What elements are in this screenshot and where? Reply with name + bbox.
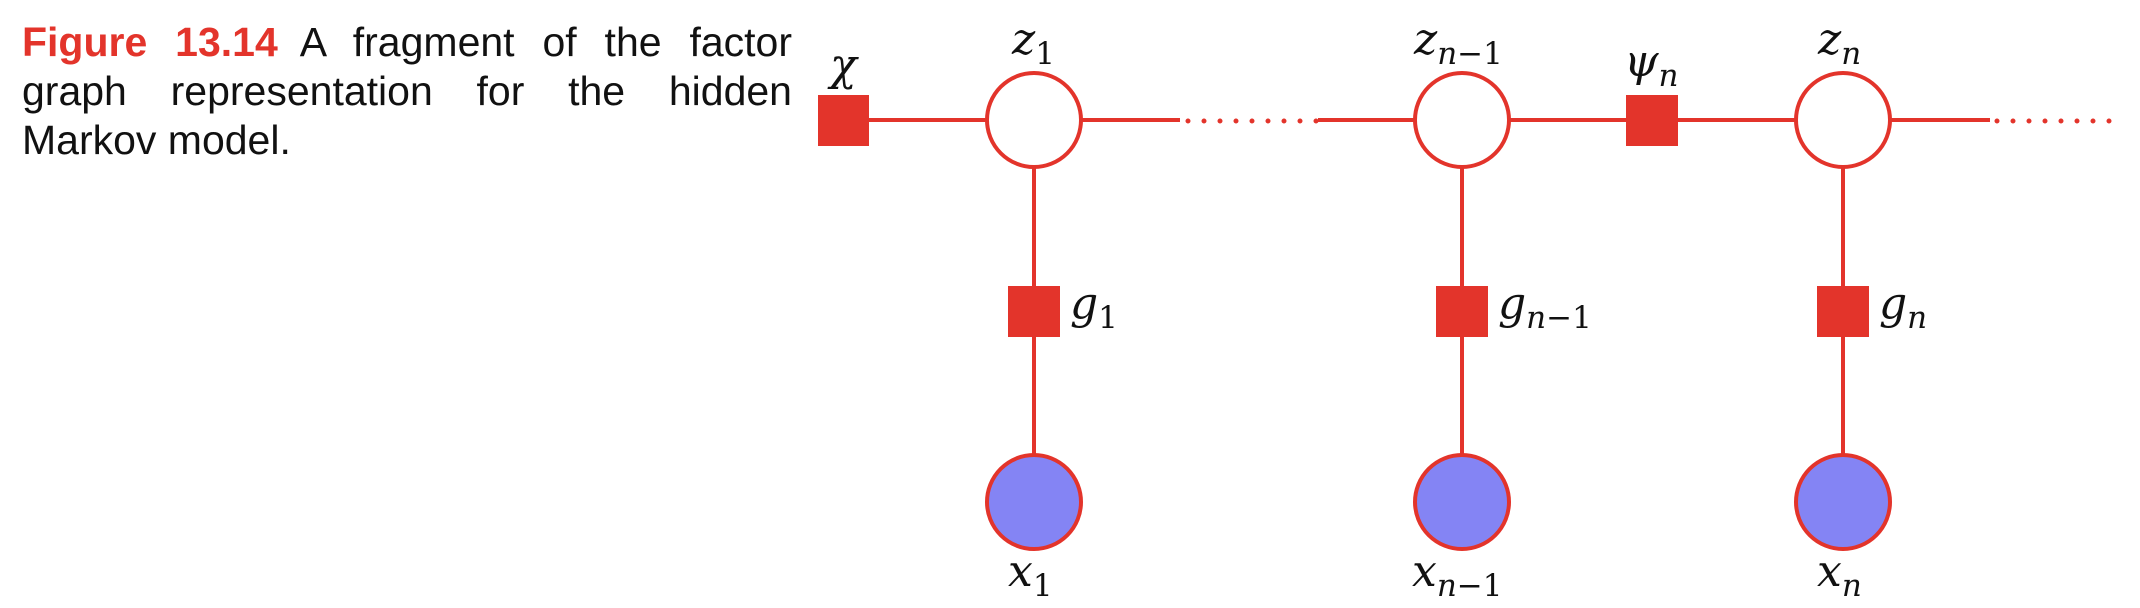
- label-zn1: zn−1: [1413, 14, 1503, 72]
- label-gn1: gn−1: [1498, 278, 1592, 336]
- node-xn1: [1413, 453, 1511, 551]
- factor-chi: [818, 95, 869, 146]
- label-xn1: xn−1: [1412, 546, 1503, 604]
- label-z1: z1: [1011, 14, 1055, 72]
- node-z1: [985, 71, 1083, 169]
- label-gn: gn: [1879, 278, 1927, 336]
- node-zn: [1794, 71, 1892, 169]
- node-x1: [985, 453, 1083, 551]
- figure-label: Figure 13.14: [22, 19, 278, 65]
- label-psin: ψn: [1624, 36, 1678, 94]
- label-g1: g1: [1070, 278, 1118, 336]
- factor-g1: [1008, 286, 1060, 337]
- caption-text: A fragment of the factor graph represent…: [22, 19, 792, 163]
- label-zn: zn: [1817, 14, 1861, 72]
- node-zn1: [1413, 71, 1511, 169]
- factor-gn: [1817, 286, 1869, 337]
- factor-psin: [1626, 95, 1678, 146]
- label-xn: xn: [1817, 546, 1862, 604]
- label-x1: x1: [1008, 546, 1053, 604]
- label-chi: χ: [827, 40, 859, 91]
- node-xn: [1794, 453, 1892, 551]
- factor-gn1: [1436, 286, 1488, 337]
